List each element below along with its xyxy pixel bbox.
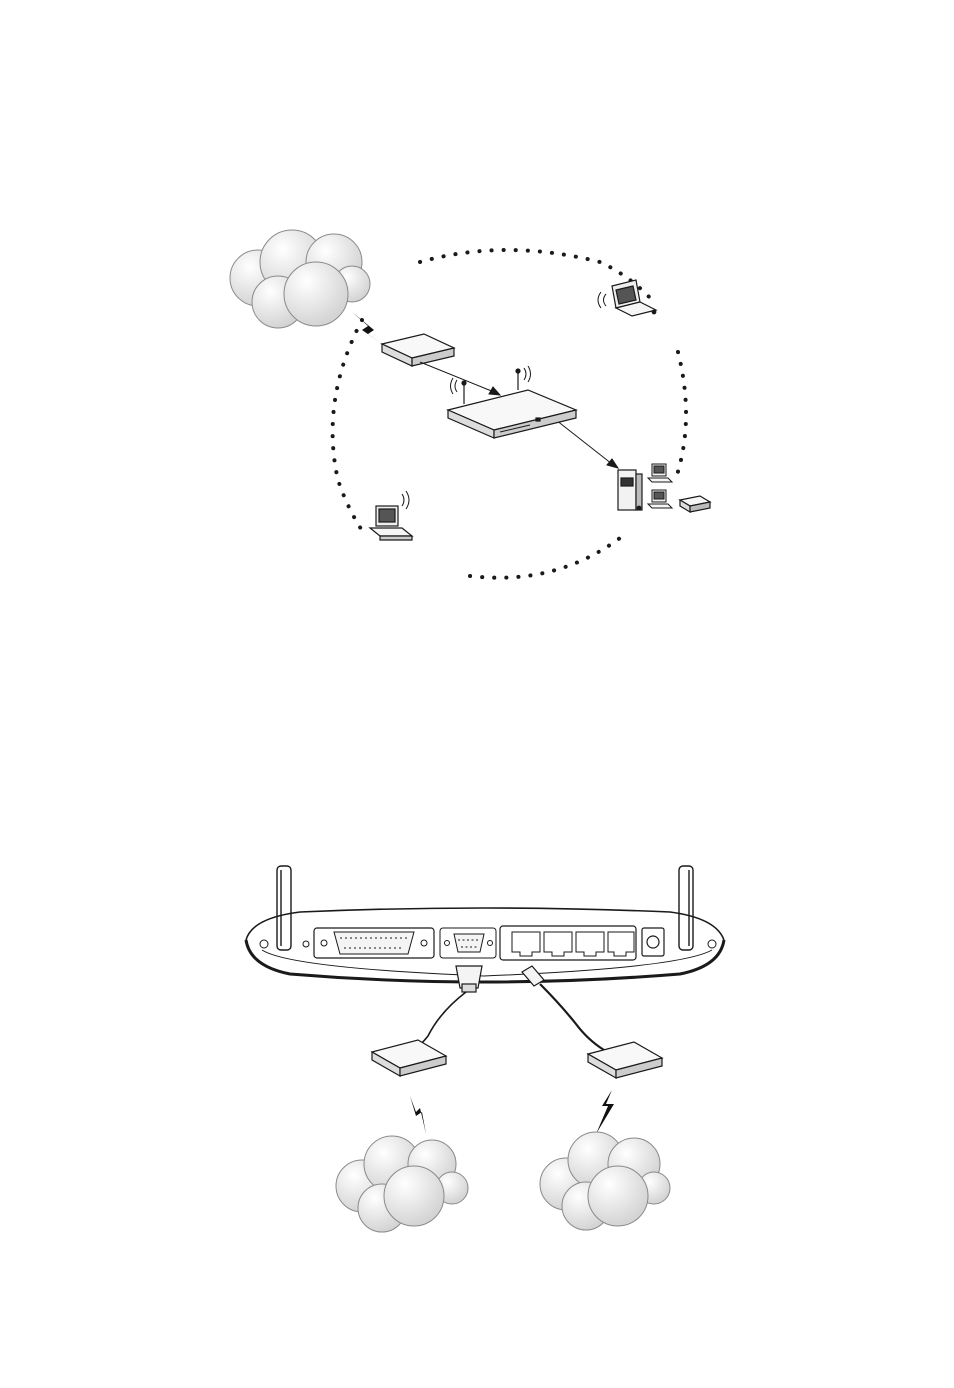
router-rear-panel (246, 908, 724, 982)
wireless-signal-icon (598, 292, 606, 308)
modem-left (372, 1040, 446, 1076)
wireless-signal-icon (402, 491, 409, 509)
lightning-icon (596, 1090, 614, 1134)
serial-port (440, 928, 496, 958)
printer-icon (680, 496, 710, 512)
cloud-icon (230, 230, 370, 328)
left-antenna (277, 866, 291, 950)
cloud-left (336, 1136, 468, 1232)
server-icon (618, 470, 642, 510)
right-antenna (679, 866, 693, 950)
parallel-port (321, 932, 427, 954)
serial-cable (414, 992, 466, 1050)
serial-plug-icon (456, 966, 482, 992)
desktop-icon (370, 506, 412, 540)
wireless-network-diagram (230, 230, 710, 578)
workstation-icon (648, 464, 672, 508)
cloud-right (540, 1132, 670, 1230)
modem-icon (382, 334, 454, 366)
router-icon (448, 369, 576, 438)
router-rear-connection-diagram (246, 866, 724, 1232)
lightning-icon (410, 1096, 426, 1134)
lan-ports (512, 932, 634, 956)
lan-cable (540, 984, 604, 1050)
